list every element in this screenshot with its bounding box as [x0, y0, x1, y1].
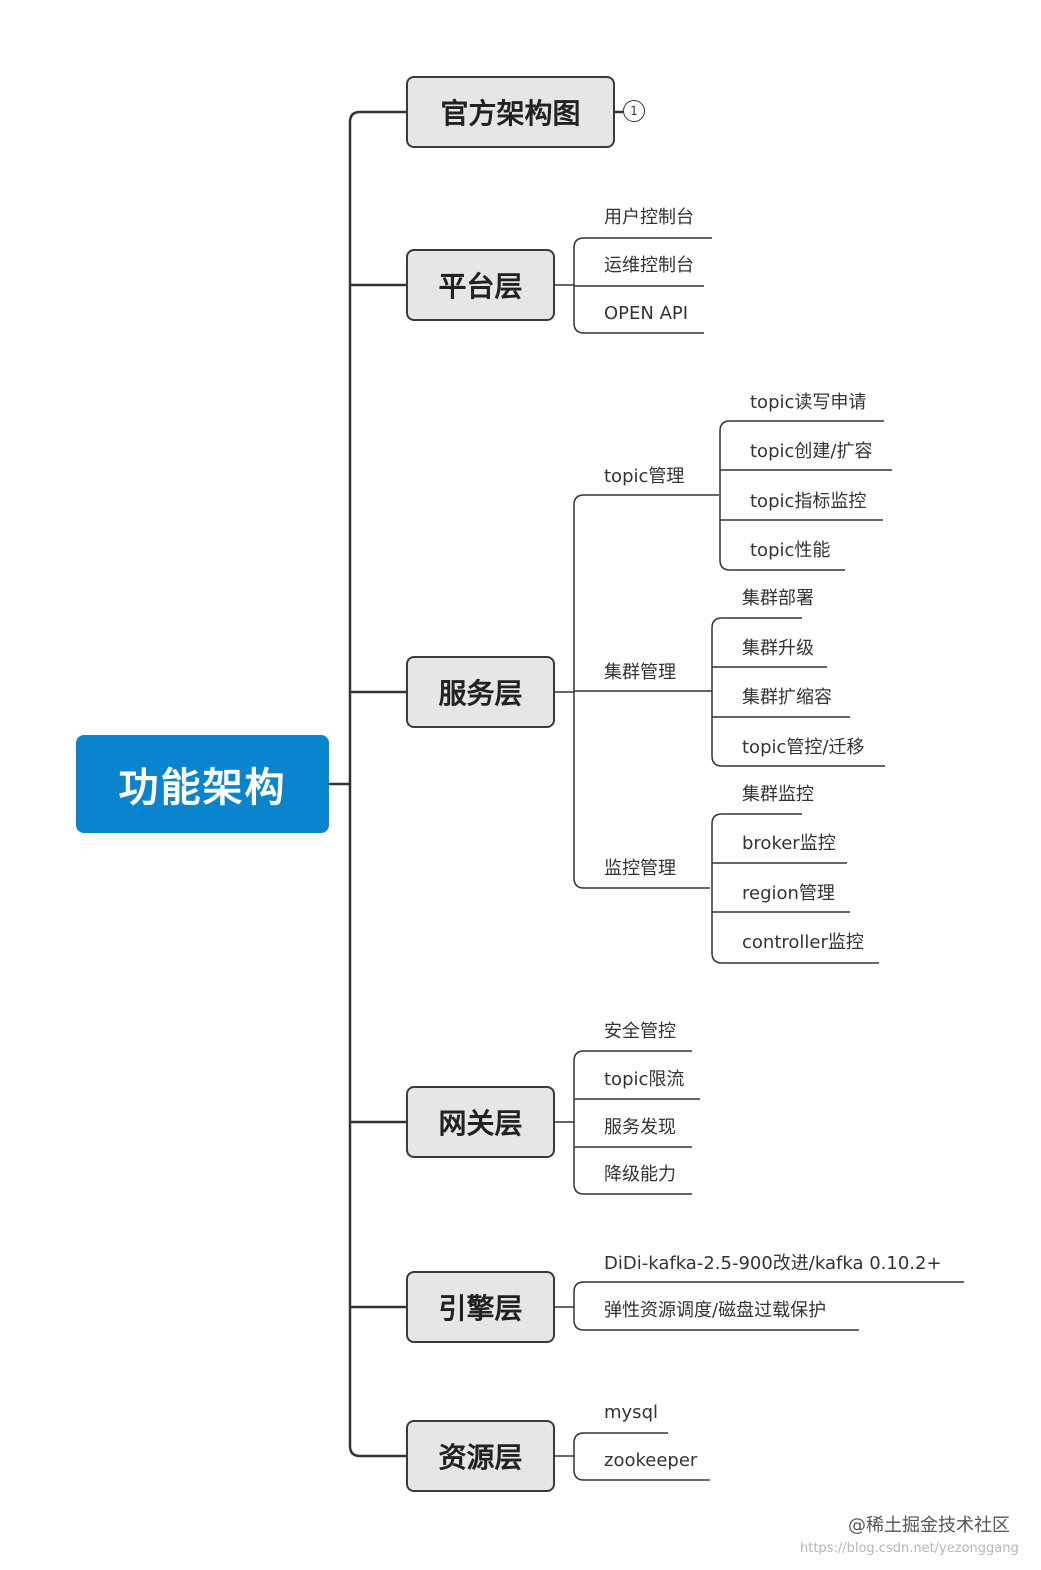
- cluster-item-deploy[interactable]: 集群部署: [742, 588, 814, 609]
- engine-item-elastic-scheduling[interactable]: 弹性资源调度/磁盘过载保护: [604, 1300, 827, 1321]
- resource-item-zookeeper[interactable]: zookeeper: [604, 1450, 698, 1471]
- official-architecture-node[interactable]: 官方架构图: [406, 76, 615, 148]
- gateway-item-service-discovery[interactable]: 服务发现: [604, 1117, 676, 1138]
- topic-item-create-expand[interactable]: topic创建/扩容: [750, 441, 873, 462]
- gateway-item-security[interactable]: 安全管控: [604, 1021, 676, 1042]
- platform-item-ops-console[interactable]: 运维控制台: [604, 255, 694, 276]
- platform-layer-node[interactable]: 平台层: [406, 249, 555, 321]
- cluster-item-upgrade[interactable]: 集群升级: [742, 638, 814, 659]
- monitor-item-cluster[interactable]: 集群监控: [742, 784, 814, 805]
- resource-layer-node[interactable]: 资源层: [406, 1420, 555, 1492]
- topic-item-metrics-monitor[interactable]: topic指标监控: [750, 491, 867, 512]
- resource-item-mysql[interactable]: mysql: [604, 1402, 658, 1423]
- watermark-community: @稀土掘金技术社区: [848, 1515, 1010, 1536]
- cluster-item-scale[interactable]: 集群扩缩容: [742, 687, 832, 708]
- service-group-monitor-management[interactable]: 监控管理: [604, 858, 676, 879]
- platform-item-user-console[interactable]: 用户控制台: [604, 207, 694, 228]
- engine-layer-node[interactable]: 引擎层: [406, 1271, 555, 1343]
- topic-item-performance[interactable]: topic性能: [750, 540, 831, 561]
- monitor-item-controller[interactable]: controller监控: [742, 932, 864, 953]
- topic-item-read-write-request[interactable]: topic读写申请: [750, 392, 867, 413]
- service-layer-node[interactable]: 服务层: [406, 656, 555, 728]
- gateway-layer-node[interactable]: 网关层: [406, 1086, 555, 1158]
- service-group-topic-management[interactable]: topic管理: [604, 466, 685, 487]
- monitor-item-region[interactable]: region管理: [742, 883, 835, 904]
- monitor-item-broker[interactable]: broker监控: [742, 833, 836, 854]
- watermark-url: https://blog.csdn.net/yezonggang: [800, 1541, 1019, 1556]
- root-node[interactable]: 功能架构: [76, 735, 329, 833]
- service-group-cluster-management[interactable]: 集群管理: [604, 662, 676, 683]
- cluster-item-topic-control-migrate[interactable]: topic管控/迁移: [742, 737, 865, 758]
- comment-count-badge[interactable]: 1: [623, 100, 645, 122]
- platform-item-open-api[interactable]: OPEN API: [604, 303, 689, 324]
- gateway-item-topic-rate-limit[interactable]: topic限流: [604, 1069, 685, 1090]
- gateway-item-degrade[interactable]: 降级能力: [604, 1164, 676, 1185]
- engine-item-didi-kafka[interactable]: DiDi-kafka-2.5-900改进/kafka 0.10.2+: [604, 1253, 942, 1274]
